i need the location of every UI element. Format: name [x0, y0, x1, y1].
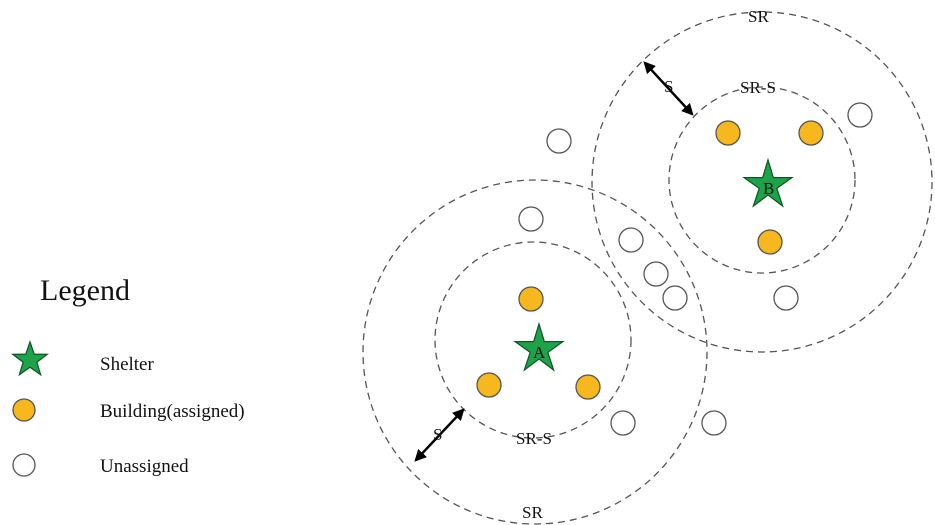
legend-unassigned-label: Unassigned	[100, 456, 189, 477]
shelter-a-inner-label: SR-S	[516, 429, 552, 448]
building-unassigned	[662, 285, 688, 311]
building-unassigned	[546, 128, 572, 154]
building-assigned	[757, 229, 783, 255]
building-assigned	[575, 374, 601, 400]
shelter-b-inner-ring	[668, 86, 856, 274]
legend-title: Legend	[40, 274, 130, 307]
building-assigned	[476, 372, 502, 398]
shelter-b-distance-arrow	[643, 61, 694, 116]
shelter-a-outer-label: SR	[522, 503, 543, 522]
legend-building-label: Building(assigned)	[100, 401, 245, 422]
building-unassigned	[610, 410, 636, 436]
building-unassigned	[847, 102, 873, 128]
shelter-a-label: A	[533, 343, 546, 362]
building-unassigned	[643, 261, 669, 287]
building-assigned	[798, 120, 824, 146]
legend-shelter-star-icon	[11, 340, 49, 377]
building-assigned	[715, 120, 741, 146]
shelter-a-zone: SR SR-S S A	[362, 179, 708, 525]
legend: Legend Shelter Building(assigned) Unassi…	[11, 274, 245, 477]
building-unassigned	[518, 206, 544, 232]
building-unassigned	[618, 227, 644, 253]
shelter-a-outer-ring	[362, 179, 708, 525]
shelter-b-star-icon	[742, 157, 794, 208]
shelter-a-distance-label: S	[433, 425, 442, 444]
legend-unassigned-icon	[12, 453, 36, 477]
shelter-a-star-icon	[513, 321, 565, 372]
shelter-b-outer-label: SR	[748, 7, 769, 26]
legend-building-icon	[12, 398, 36, 422]
shelter-b-label: B	[763, 179, 774, 198]
shelter-b-inner-label: SR-S	[740, 78, 776, 97]
building-unassigned	[701, 410, 727, 436]
shelter-a-inner-ring	[434, 241, 632, 439]
building-assigned	[518, 286, 544, 312]
unassigned-buildings	[518, 102, 873, 436]
building-unassigned	[773, 285, 799, 311]
legend-shelter-label: Shelter	[100, 354, 154, 375]
shelter-b-distance-label: S	[664, 77, 673, 96]
shelter-b-outer-ring	[591, 11, 933, 353]
shelter-a-distance-arrow	[414, 408, 465, 462]
shelter-b-zone: SR SR-S S B	[591, 7, 933, 353]
